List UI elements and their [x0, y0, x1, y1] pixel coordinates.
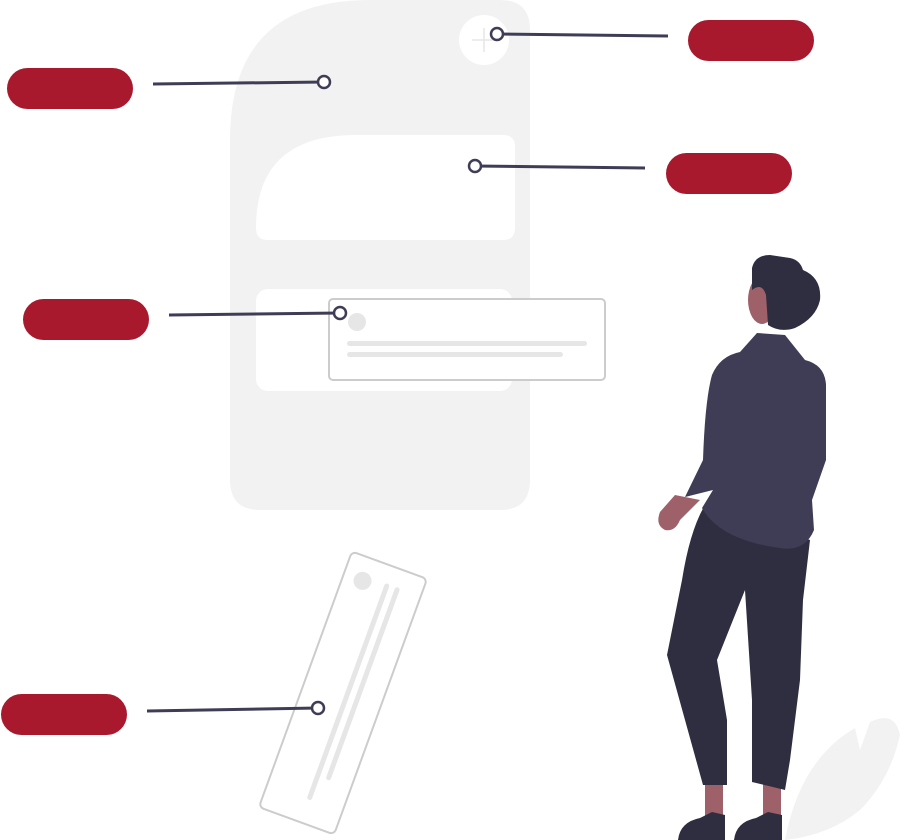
- text-line-placeholder: [347, 341, 587, 346]
- callout-pill[interactable]: [7, 68, 133, 109]
- leaf-decoration: [785, 718, 900, 840]
- callout-dot: [467, 158, 483, 174]
- callout-pill[interactable]: [688, 20, 814, 61]
- callout-pill[interactable]: [23, 299, 149, 340]
- hair: [752, 255, 821, 330]
- avatar-placeholder: [348, 313, 366, 331]
- pants: [667, 505, 810, 790]
- callout-detached-card: [1, 694, 326, 735]
- callout-header: [7, 68, 332, 109]
- person-figure: [658, 255, 826, 840]
- tilted-card[interactable]: [259, 551, 427, 835]
- text-line-placeholder: [307, 583, 390, 800]
- hand: [658, 495, 700, 531]
- phone-mockup: [230, 0, 530, 510]
- callout-list-card: [23, 299, 348, 340]
- phone-body: [230, 0, 530, 510]
- shirt: [685, 333, 826, 549]
- callout-hero-card: [467, 153, 792, 194]
- text-line-placeholder: [347, 352, 563, 357]
- callout-dot: [489, 26, 505, 42]
- callout-pill[interactable]: [666, 153, 792, 194]
- hero-card[interactable]: [256, 135, 515, 240]
- callout-dot: [316, 74, 332, 90]
- avatar-placeholder: [353, 571, 372, 590]
- plus-icon: [472, 28, 496, 52]
- text-line-placeholder: [326, 587, 400, 781]
- callout-plus-button: [489, 20, 814, 61]
- callout-dot: [332, 305, 348, 321]
- callout-pill[interactable]: [1, 694, 127, 735]
- floating-card[interactable]: [328, 298, 606, 381]
- shoe: [734, 812, 782, 840]
- shoe: [678, 812, 725, 840]
- callout-dot: [310, 700, 326, 716]
